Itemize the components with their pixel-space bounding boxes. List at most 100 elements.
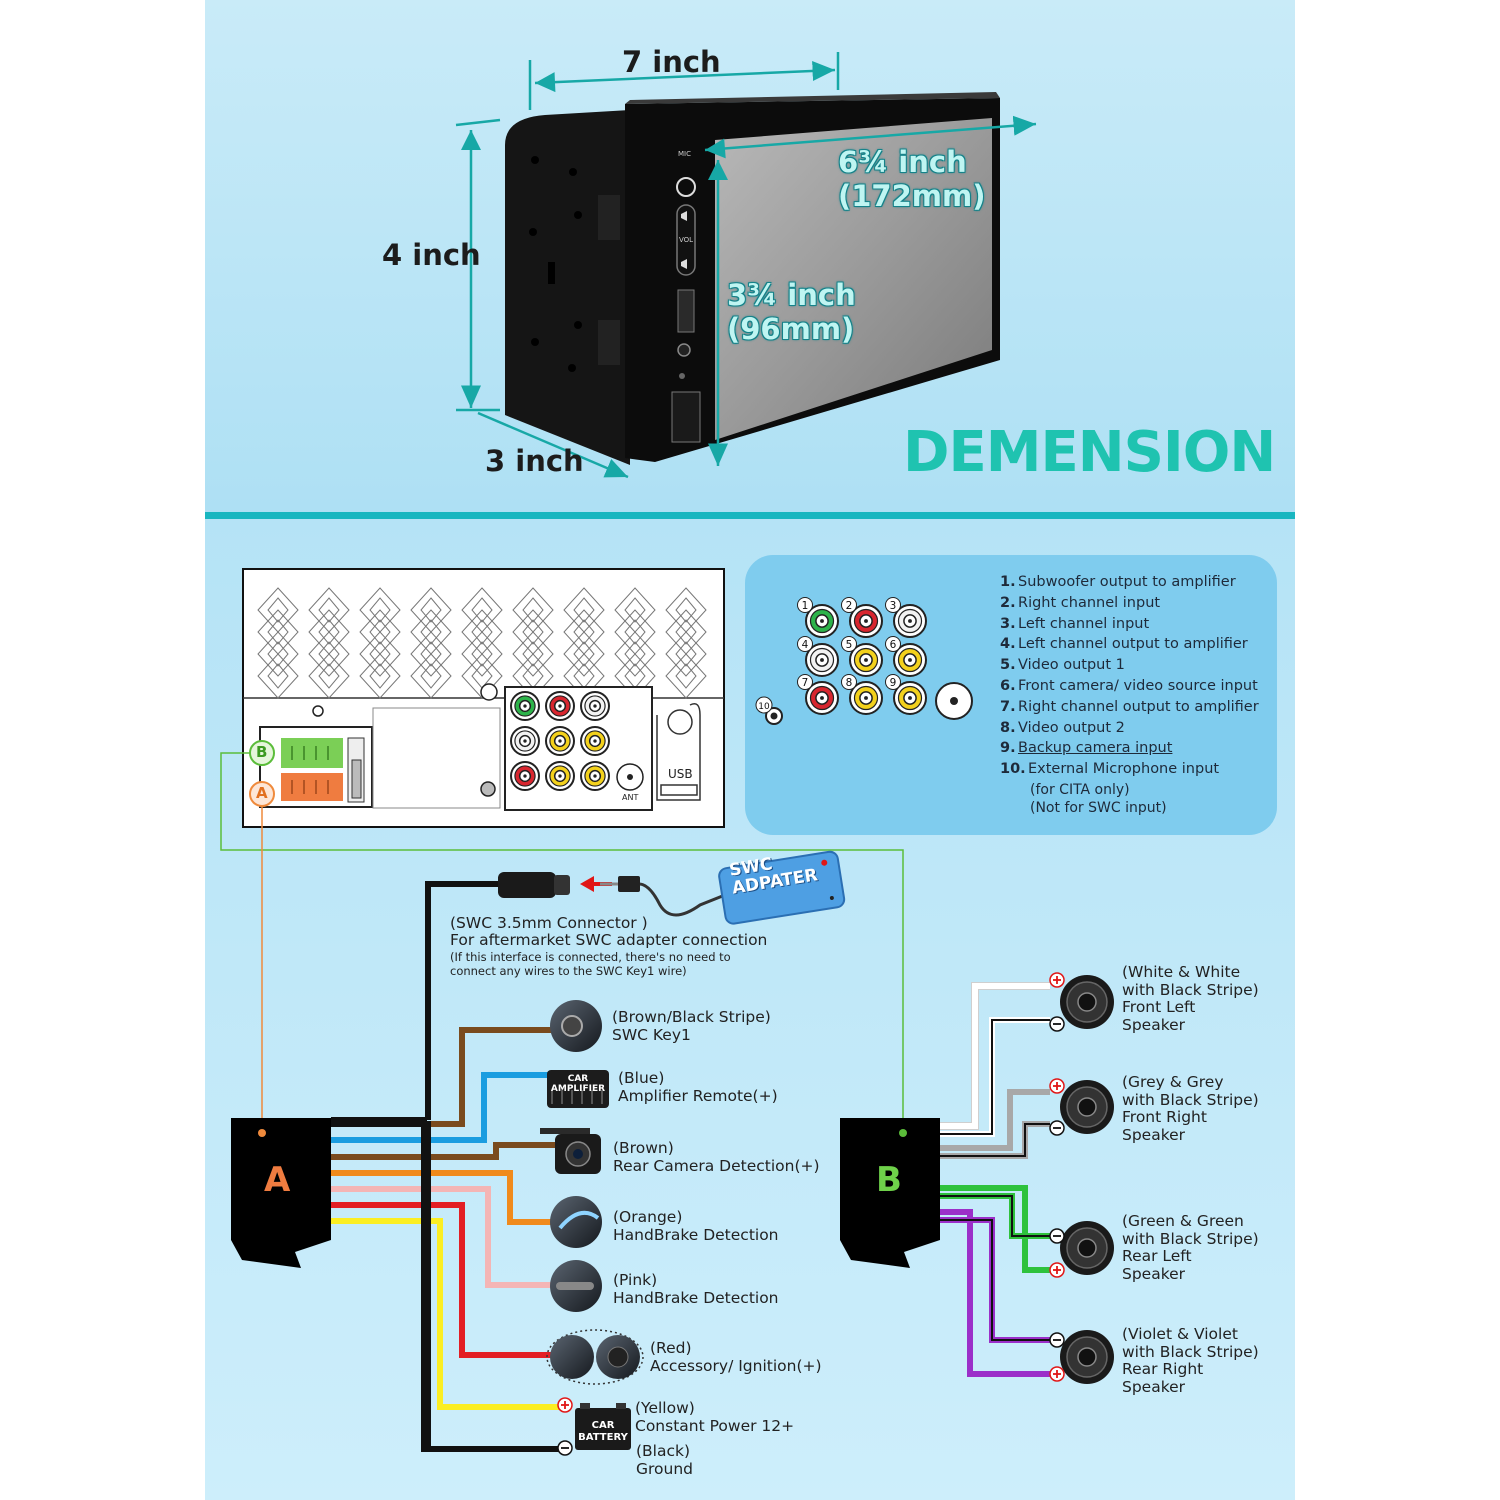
harness-b-speakers [1049,972,1114,1384]
legend-badge [885,636,901,652]
wire-function: Rear Camera Detection(+) [613,1156,820,1175]
rear-camera-icon [540,1128,601,1174]
rca-legend-number: 1. [1000,574,1016,590]
rca-legend-item: 6.Front camera/ video source input [1000,676,1259,697]
panel-rca-jack [545,691,575,721]
speaker-label-line: Front Right [1122,1108,1207,1126]
legend-mic-jack [765,707,783,725]
plus-terminal-icon [557,1397,573,1413]
pattern-diamond [308,631,350,677]
pattern-diamond [665,653,707,699]
pattern-diamond-inner [267,641,289,667]
swc-adapter-box [718,850,846,925]
screen-width-label: 6¾ inch (172mm) [838,145,985,213]
legend-badge [797,597,813,613]
minus-terminal-icon [1049,1332,1065,1348]
speaker-icon [1060,1221,1114,1275]
rca-legend-item: 3.Left channel input [1000,614,1259,635]
harness-b-wire [940,1089,1050,1151]
ant-label: ANT [622,793,639,802]
dimension-title: DEMENSION [903,420,1276,485]
pattern-diamond-inner [267,619,289,645]
rca-legend-item: 4.Left channel output to amplifier [1000,634,1259,655]
harness-a-wire-label: (Red)Accessory/ Ignition(+) [650,1339,822,1375]
legend-rca-jack [805,681,839,715]
speaker-label-line: Speaker [1122,1264,1186,1283]
svg-text:BATTERY: BATTERY [578,1432,628,1443]
harness-b-letter: B [876,1160,902,1200]
pattern-diamond [257,653,299,699]
pattern-diamond-inner [522,597,544,623]
pattern-diamond-inner [675,619,697,645]
harness-a-block [231,1118,331,1268]
pattern-diamond-inner [522,641,544,667]
b-connection-line [220,752,904,1131]
panel-rca-jack [510,691,540,721]
minus-terminal-icon [557,1440,573,1456]
legend-badge-number: 2 [846,600,853,612]
panel-rca-jack [510,761,540,791]
speaker-label-line: Front Left [1122,998,1196,1016]
speaker-label-line: Rear Right [1122,1360,1204,1378]
legend-badge-number: 6 [890,639,897,651]
wire-color-name: (Yellow) [635,1399,695,1417]
legend-rca-jack [805,643,839,677]
wire-color-name: (Blue) [618,1069,665,1087]
pattern-diamond-inner [420,663,442,689]
panel-rca-jack [580,691,610,721]
width-label: 7 inch [622,45,721,79]
pattern-diamond-inner [624,641,646,667]
rca-legend-item: 2.Right channel input [1000,593,1259,614]
harness-a-wire [331,1072,552,1143]
speaker-icon [1060,1330,1114,1384]
pattern-diamond-inner [573,597,595,623]
pattern-diamond-inner [267,597,289,623]
harness-a-wires [331,1027,562,1452]
rca-legend-number: 2. [1000,594,1016,611]
harness-a-wire-label: (Blue)Amplifier Remote(+) [618,1069,778,1105]
legend-rca-jack [805,604,839,638]
legend-badge-number: 5 [846,639,853,651]
harness-a-wire-label: (Orange)HandBrake Detection [613,1208,779,1244]
svg-text:AMPLIFIER: AMPLIFIER [551,1084,605,1094]
rca-legend-item: 7.Right channel output to amplifier [1000,697,1259,718]
harness-a-letter: A [264,1160,291,1200]
legend-badge [841,636,857,652]
rca-legend-text: Video output 2 [1018,719,1125,736]
rca-legend-number: 6. [1000,677,1016,694]
pattern-diamond-inner [624,619,646,645]
legend-badge-number: 9 [890,677,897,689]
screen-height-inch: 3¾ inch [727,278,856,312]
plus-terminal-icon [1049,972,1065,988]
harness-a-wire [331,1218,562,1410]
power-icon [676,177,696,197]
pattern-diamond-inner [522,619,544,645]
pattern-diamond [257,631,299,677]
minus-terminal-icon [1049,1228,1065,1244]
vol-label: VOL [679,236,694,244]
pattern-diamond-inner [420,597,442,623]
rca-legend-text: Right channel output to amplifier [1018,698,1259,715]
usb-port-icon [677,289,695,333]
ignition-icon [546,1329,644,1385]
panel-rca-jack [545,726,575,756]
rear-connector-badges [249,740,275,807]
pattern-diamond [461,631,503,677]
legend-rca-jack [893,681,927,715]
rca-legend-number: 10. [1000,761,1026,778]
rca-legend-text: Right channel input [1018,594,1161,611]
section-divider [205,512,1295,519]
rca-legend-item: 10.External Microphone input [1000,759,1259,780]
screen-height-label: 3¾ inch (96mm) [727,278,856,346]
pattern-diamond [665,631,707,677]
usb-label: USB [668,767,693,781]
pattern-diamond-inner [675,641,697,667]
harness-a-wire [331,1142,555,1160]
